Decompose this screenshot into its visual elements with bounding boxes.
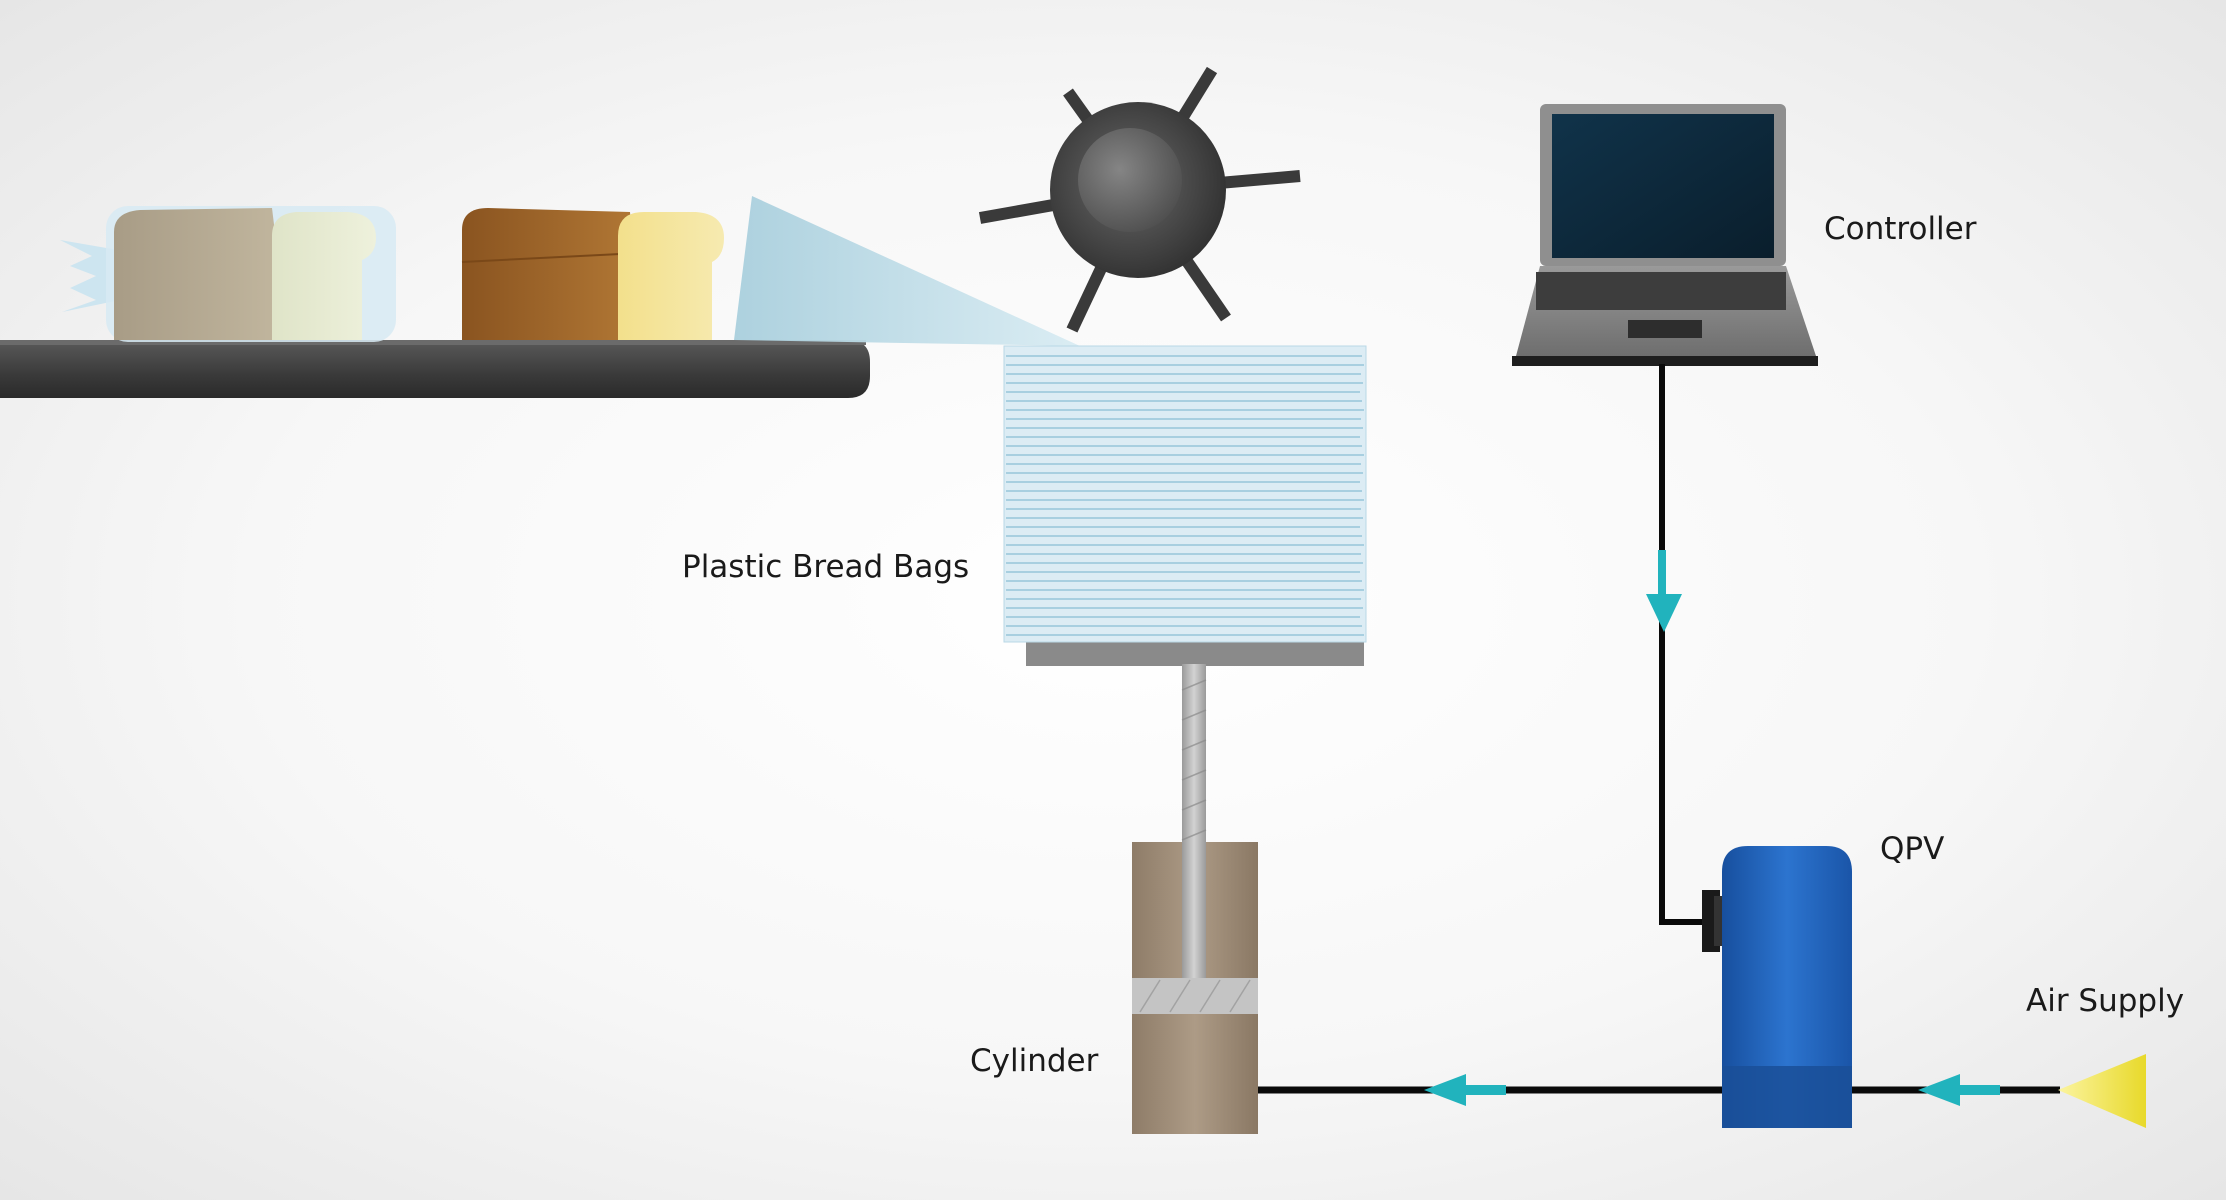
- signal-flow-arrow: [1646, 550, 1682, 632]
- qpv-valve: [1702, 846, 1852, 1128]
- bread-loaf: [461, 208, 724, 340]
- funnel-icon: [2058, 1054, 2146, 1128]
- laptop-icon: [1512, 104, 1818, 366]
- open-bag-opening: [734, 196, 1080, 346]
- conveyor-belt: [0, 340, 870, 398]
- cylinder-flow-arrow: [1424, 1074, 1506, 1106]
- cylinder-label: Cylinder: [970, 1043, 1099, 1079]
- bagged-bread-loaf: [60, 206, 396, 342]
- pneumatic-cylinder: [1132, 842, 1258, 1134]
- supply-flow-arrow: [1918, 1074, 2000, 1106]
- spiked-wheel-icon: [978, 66, 1301, 333]
- plastic-bread-bags-label: Plastic Bread Bags: [682, 549, 970, 585]
- qpv-label: QPV: [1880, 831, 1945, 867]
- controller-label: Controller: [1824, 211, 1977, 247]
- controller-signal-line: [1659, 364, 1720, 925]
- air-supply-label: Air Supply: [2026, 983, 2185, 1019]
- plastic-bag-stack: [1003, 345, 1367, 666]
